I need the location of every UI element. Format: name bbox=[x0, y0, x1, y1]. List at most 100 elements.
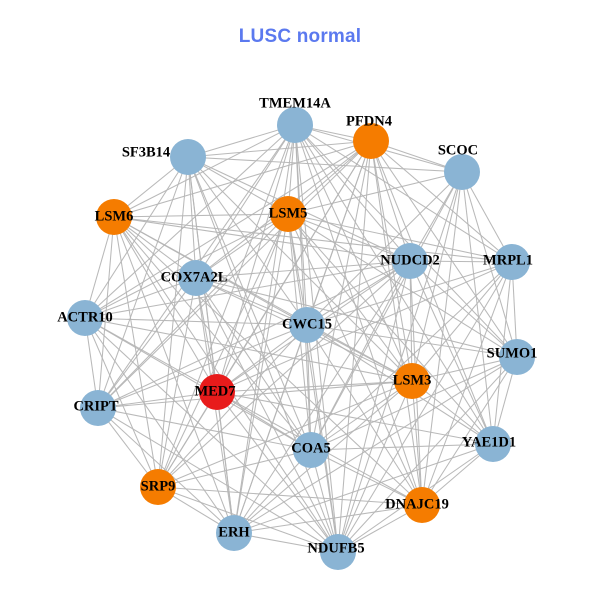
graph-edge bbox=[294, 124, 312, 451]
graph-node-lsm3[interactable] bbox=[394, 363, 430, 399]
graph-node-mrpl1[interactable] bbox=[494, 244, 530, 280]
graph-edge bbox=[310, 261, 513, 451]
graph-edge bbox=[97, 380, 413, 409]
graph-edge bbox=[294, 124, 513, 263]
graph-edge bbox=[113, 216, 235, 534]
graph-edge bbox=[310, 140, 372, 451]
graph-edge bbox=[370, 140, 494, 445]
graph-edge bbox=[157, 449, 312, 488]
graph-node-dnajc19[interactable] bbox=[404, 487, 440, 523]
graph-edge bbox=[337, 171, 463, 553]
graph-edge bbox=[157, 124, 296, 488]
graph-edge bbox=[310, 260, 411, 451]
graph-node-coa5[interactable] bbox=[293, 432, 329, 468]
graph-edge bbox=[233, 443, 494, 534]
graph-edge bbox=[195, 260, 411, 279]
graph-edge bbox=[287, 213, 513, 263]
graph-edge bbox=[310, 443, 494, 451]
node-layer bbox=[67, 107, 535, 570]
graph-edge bbox=[84, 317, 235, 534]
graph-edge bbox=[187, 156, 289, 215]
graph-edge bbox=[97, 407, 312, 451]
graph-edge bbox=[306, 324, 518, 358]
graph-edge bbox=[411, 380, 423, 506]
graph-edge bbox=[187, 156, 197, 279]
graph-edge bbox=[113, 216, 513, 263]
graph-edge bbox=[461, 171, 518, 358]
graph-edge bbox=[113, 213, 289, 218]
graph-edge bbox=[84, 124, 296, 319]
graph-edge bbox=[310, 171, 463, 451]
graph-node-erh[interactable] bbox=[216, 515, 252, 551]
graph-edge bbox=[370, 140, 513, 263]
graph-edge bbox=[306, 260, 411, 326]
graph-edge bbox=[233, 356, 518, 534]
graph-edge bbox=[113, 140, 372, 218]
graph-edge bbox=[113, 216, 411, 262]
graph-edge bbox=[97, 324, 308, 409]
graph-node-sf3b14[interactable] bbox=[170, 139, 206, 175]
graph-edge bbox=[287, 140, 372, 215]
graph-edge bbox=[113, 216, 413, 382]
graph-edge bbox=[97, 407, 235, 534]
graph-edge bbox=[97, 213, 289, 409]
graph-edge bbox=[233, 324, 308, 534]
graph-node-cript[interactable] bbox=[80, 390, 116, 426]
graph-edge bbox=[337, 380, 413, 553]
graph-edge bbox=[187, 156, 463, 173]
graph-edge bbox=[216, 324, 308, 393]
graph-edge bbox=[409, 260, 413, 382]
graph-edge bbox=[370, 140, 423, 506]
graph-node-tmem14a[interactable] bbox=[277, 107, 313, 143]
graph-edge bbox=[195, 277, 308, 326]
graph-edge bbox=[113, 216, 218, 393]
graph-node-cox7a2l[interactable] bbox=[178, 260, 214, 296]
graph-edge bbox=[306, 261, 513, 326]
graph-edge bbox=[370, 140, 413, 382]
graph-node-pfdn4[interactable] bbox=[353, 123, 389, 159]
graph-edge bbox=[157, 486, 339, 553]
graph-edge bbox=[195, 213, 289, 279]
graph-node-sumo1[interactable] bbox=[499, 339, 535, 375]
graph-edge bbox=[195, 277, 339, 553]
graph-edge bbox=[187, 124, 296, 158]
graph-node-yae1d1[interactable] bbox=[475, 426, 511, 462]
graph-node-lsm5[interactable] bbox=[270, 196, 306, 232]
graph-node-nudcd2[interactable] bbox=[392, 243, 428, 279]
graph-edge bbox=[287, 213, 423, 506]
graph-edge bbox=[97, 156, 189, 409]
graph-edge bbox=[157, 156, 189, 488]
graph-edge bbox=[411, 261, 513, 382]
graph-edge bbox=[216, 391, 312, 451]
graph-edge bbox=[84, 317, 159, 488]
graph-edge bbox=[113, 216, 159, 488]
graph-edge bbox=[195, 277, 218, 393]
graph-node-cwc15[interactable] bbox=[289, 307, 325, 343]
graph-edge bbox=[411, 171, 463, 382]
graph-edge bbox=[195, 277, 518, 358]
graph-node-scoc[interactable] bbox=[444, 154, 480, 190]
graph-edge bbox=[287, 213, 411, 262]
graph-edge bbox=[187, 156, 339, 553]
graph-edge bbox=[216, 213, 289, 393]
graph-edge bbox=[409, 260, 494, 445]
graph-edge bbox=[157, 391, 218, 488]
graph-edge bbox=[421, 356, 518, 506]
graph-edge bbox=[97, 407, 339, 553]
graph-edge bbox=[287, 171, 463, 215]
graph-edge bbox=[310, 449, 423, 506]
graph-edge bbox=[287, 213, 518, 358]
graph-edge bbox=[84, 317, 339, 553]
graph-node-med7[interactable] bbox=[199, 374, 235, 410]
graph-edge bbox=[370, 140, 411, 262]
graph-node-actr10[interactable] bbox=[67, 300, 103, 336]
graph-node-ndufb5[interactable] bbox=[320, 534, 356, 570]
graph-node-lsm6[interactable] bbox=[96, 199, 132, 235]
graph-edge bbox=[187, 140, 372, 158]
graph-edge bbox=[306, 324, 312, 451]
graph-edge bbox=[216, 391, 339, 553]
graph-edge bbox=[157, 277, 197, 488]
graph-node-srp9[interactable] bbox=[140, 469, 176, 505]
